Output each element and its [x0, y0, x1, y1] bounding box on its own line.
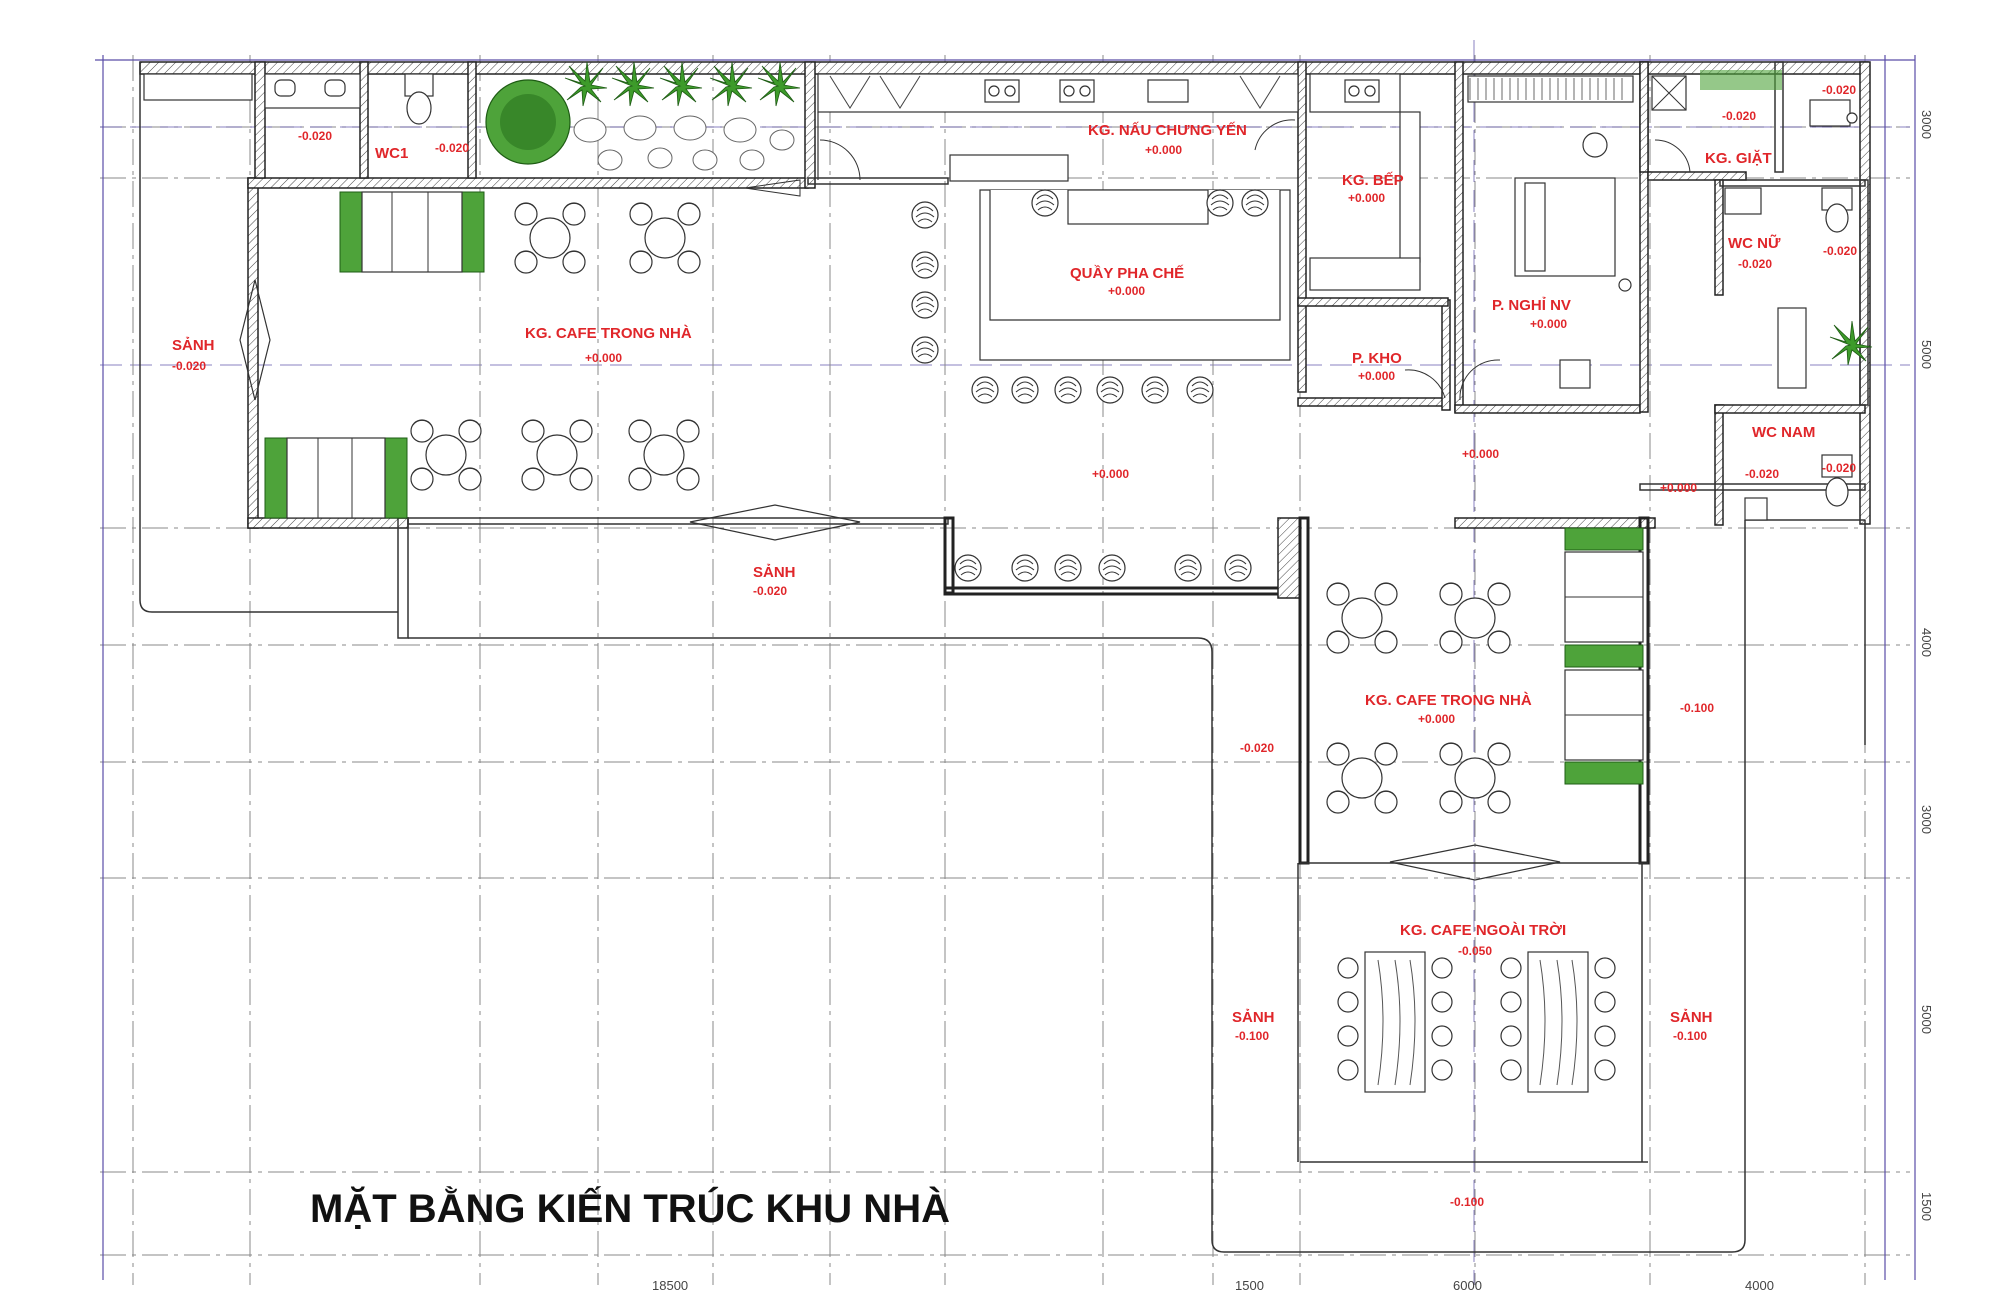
grid-lines	[95, 40, 1916, 1285]
room-label: SẢNH -0.020	[172, 337, 215, 373]
cafe-indoor-left-furniture	[264, 191, 700, 519]
svg-text:-0.100: -0.100	[1680, 701, 1714, 715]
svg-text:KG. CAFE TRONG NHÀ: KG. CAFE TRONG NHÀ	[525, 325, 692, 342]
room-labels: SẢNH -0.020 WC1 -0.020 KG. CAFE TRONG NH…	[172, 109, 1815, 1043]
room-label: SẢNH -0.100	[1232, 1009, 1275, 1043]
exterior-walls	[139, 61, 1871, 1253]
cafe-indoor-right-furniture	[1327, 527, 1644, 813]
svg-text:4000: 4000	[1745, 1278, 1774, 1293]
svg-text:-0.100: -0.100	[1235, 1029, 1269, 1043]
svg-text:+0.000: +0.000	[1348, 191, 1385, 205]
svg-text:+0.000: +0.000	[1462, 447, 1499, 461]
interior-walls	[247, 61, 1869, 526]
svg-text:-0.050: -0.050	[1458, 944, 1492, 958]
svg-text:SẢNH: SẢNH	[1670, 1009, 1713, 1026]
svg-text:WC NAM: WC NAM	[1752, 424, 1815, 441]
svg-text:1500: 1500	[1235, 1278, 1264, 1293]
svg-text:3000: 3000	[1919, 110, 1934, 139]
svg-text:+0.000: +0.000	[1092, 467, 1129, 481]
svg-text:-0.020: -0.020	[753, 584, 787, 598]
room-label: WC NAM -0.020	[1745, 424, 1815, 481]
svg-text:+0.000: +0.000	[585, 351, 622, 365]
room-label: KG. CAFE NGOÀI TRỜI -0.050	[1400, 921, 1566, 958]
svg-text:+0.000: +0.000	[1530, 317, 1567, 331]
svg-text:5000: 5000	[1919, 340, 1934, 369]
svg-text:WC1: WC1	[375, 145, 408, 162]
svg-text:KG. GIẶT: KG. GIẶT	[1705, 150, 1772, 167]
svg-text:+0.000: +0.000	[1145, 143, 1182, 157]
svg-text:5000: 5000	[1919, 1005, 1934, 1034]
staff-room-furniture	[1467, 75, 1687, 389]
svg-text:4000: 4000	[1919, 628, 1934, 657]
svg-text:3000: 3000	[1919, 805, 1934, 834]
svg-text:-0.020: -0.020	[1823, 244, 1857, 258]
wc-right-fixtures	[1724, 99, 1858, 521]
svg-text:SẢNH: SẢNH	[1232, 1009, 1275, 1026]
svg-text:WC NỮ: WC NỮ	[1728, 234, 1781, 252]
svg-text:SẢNH: SẢNH	[172, 337, 215, 354]
room-label: KG. NẤU CHƯNG YẾN +0.000	[1088, 122, 1247, 157]
svg-text:QUẦY PHA CHẾ: QUẦY PHA CHẾ	[1070, 265, 1184, 282]
svg-text:-0.020: -0.020	[172, 359, 206, 373]
svg-text:SẢNH: SẢNH	[753, 564, 796, 581]
room-label: P. NGHỈ NV +0.000	[1492, 297, 1571, 331]
svg-text:KG. BẾP: KG. BẾP	[1342, 172, 1404, 189]
svg-text:+0.000: +0.000	[1418, 712, 1455, 726]
kitchen-counters	[817, 73, 1421, 361]
svg-text:+0.000: +0.000	[1660, 481, 1697, 495]
svg-text:-0.020: -0.020	[1240, 741, 1274, 755]
cafe-outdoor-furniture	[1337, 951, 1616, 1093]
entrance-doors	[239, 119, 1691, 881]
svg-text:-0.100: -0.100	[1450, 1195, 1484, 1209]
svg-text:6000: 6000	[1453, 1278, 1482, 1293]
room-label: KG. CAFE TRONG NHÀ +0.000	[1365, 692, 1532, 726]
svg-text:18500: 18500	[652, 1278, 688, 1293]
room-label: QUẦY PHA CHẾ +0.000	[1070, 265, 1184, 298]
room-label: SẢNH -0.020	[753, 564, 796, 598]
svg-text:-0.020: -0.020	[1822, 83, 1856, 97]
room-label: KG. BẾP +0.000	[1342, 172, 1404, 205]
room-label: SẢNH -0.100	[1670, 1009, 1713, 1043]
stove-icon	[984, 79, 1380, 103]
room-label: WC1 -0.020	[375, 141, 469, 162]
svg-text:-0.020: -0.020	[435, 141, 469, 155]
plan-title: MẶT BẰNG KIẾN TRÚC KHU NHÀ	[310, 1185, 950, 1231]
svg-text:+0.000: +0.000	[1108, 284, 1145, 298]
room-label: WC NỮ -0.020	[1728, 234, 1781, 271]
room-label: KG. GIẶT -0.020	[1705, 109, 1772, 167]
svg-text:-0.020: -0.020	[1722, 109, 1756, 123]
wc1-fixtures	[143, 73, 434, 125]
garden-plants	[485, 61, 1873, 366]
level-markers: -0.020 -0.020 -0.020 +0.000 +0.000 +0.00…	[298, 83, 1857, 1209]
svg-text:-0.020: -0.020	[1745, 467, 1779, 481]
room-label: KG. CAFE TRONG NHÀ +0.000	[525, 325, 692, 365]
svg-text:1500: 1500	[1919, 1192, 1934, 1221]
svg-text:P. KHO: P. KHO	[1352, 350, 1402, 367]
svg-text:-0.020: -0.020	[1738, 257, 1772, 271]
svg-text:KG. CAFE NGOÀI TRỜI: KG. CAFE NGOÀI TRỜI	[1400, 921, 1566, 939]
svg-text:-0.020: -0.020	[1822, 461, 1856, 475]
dimensions: 18500 1500 6000 4000 3000 5000 4000 3000…	[652, 110, 1934, 1293]
room-label: P. KHO +0.000	[1352, 350, 1402, 383]
svg-text:P. NGHỈ NV: P. NGHỈ NV	[1492, 297, 1571, 314]
svg-text:KG. NẤU CHƯNG YẾN: KG. NẤU CHƯNG YẾN	[1088, 122, 1247, 139]
svg-text:-0.100: -0.100	[1673, 1029, 1707, 1043]
svg-text:KG. CAFE TRONG NHÀ: KG. CAFE TRONG NHÀ	[1365, 692, 1532, 709]
svg-text:-0.020: -0.020	[298, 129, 332, 143]
svg-text:+0.000: +0.000	[1358, 369, 1395, 383]
